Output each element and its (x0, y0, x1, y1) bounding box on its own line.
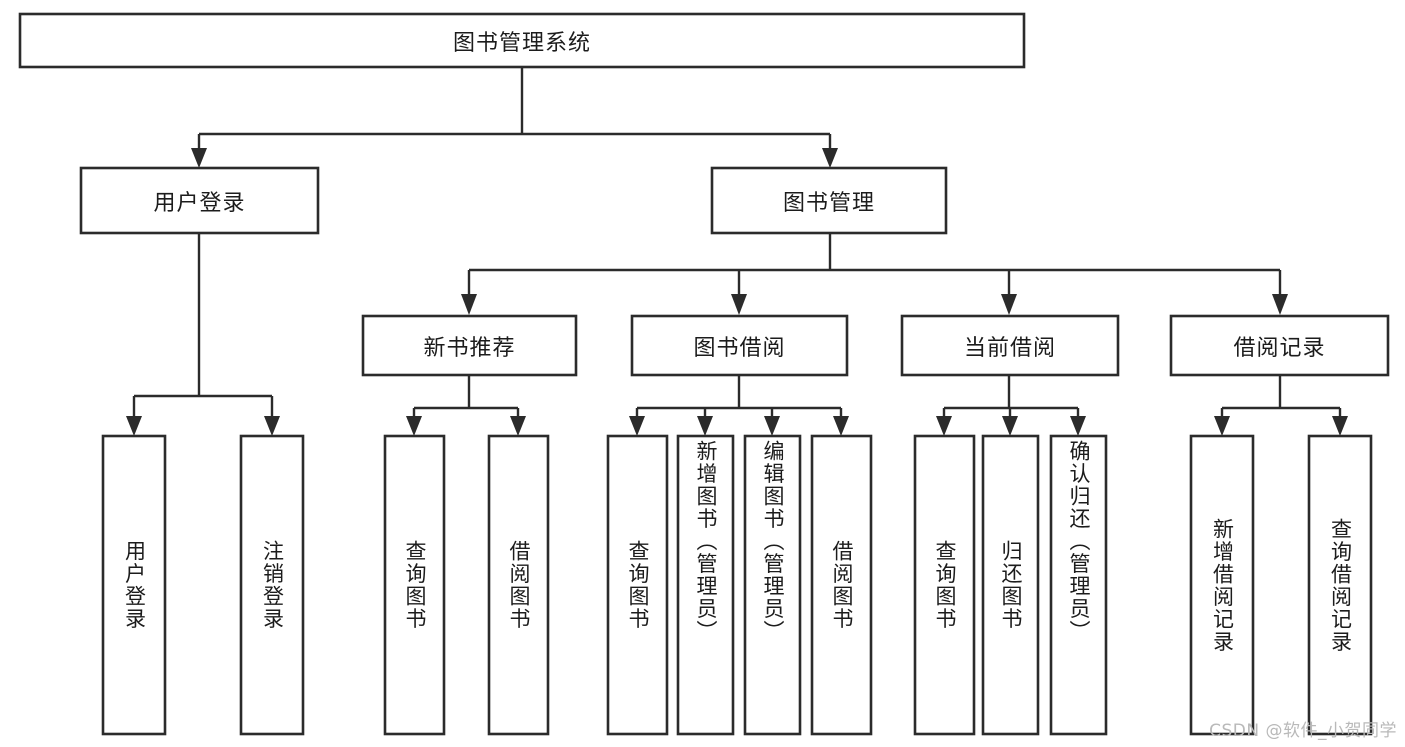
node-leaf-5[interactable] (606, 434, 669, 736)
arrow-newbook (461, 294, 477, 315)
arrow-leaf-1 (126, 416, 142, 436)
node-leaf-3[interactable] (383, 434, 446, 736)
edge-group-current (936, 375, 1086, 436)
node-leaf-7[interactable] (743, 434, 802, 736)
arrow-leaf-12 (1214, 416, 1230, 436)
arrow-records (1272, 294, 1288, 315)
edge-group-borrow (629, 375, 849, 436)
node-leaf-11[interactable] (1049, 434, 1108, 736)
node-leaf-10[interactable] (981, 434, 1040, 736)
arrow-leaf-13 (1332, 416, 1348, 436)
node-login[interactable] (79, 166, 320, 235)
node-leaf-1[interactable] (101, 434, 167, 736)
arrow-leaf-3 (406, 416, 422, 436)
edge-group-bookmgmt (461, 233, 1288, 315)
edge-group-login (126, 233, 280, 436)
node-borrow[interactable] (630, 314, 849, 377)
arrow-leaf-4 (510, 416, 526, 436)
node-leaf-9[interactable] (913, 434, 976, 736)
node-records[interactable] (1169, 314, 1390, 377)
arrow-leaf-7 (764, 416, 780, 436)
node-leaf-8[interactable] (810, 434, 873, 736)
arrow-borrow (731, 294, 747, 315)
edge-group-records (1214, 375, 1348, 436)
node-bookmgmt[interactable] (710, 166, 948, 235)
arrow-leaf-8 (833, 416, 849, 436)
edge-group-root (191, 67, 838, 168)
arrow-current (1001, 294, 1017, 315)
csdn-watermark: CSDN @软件_小贺同学 (1209, 721, 1397, 741)
node-leaf-12[interactable] (1189, 434, 1255, 736)
arrow-leaf-2 (264, 416, 280, 436)
arrow-leaf-5 (629, 416, 645, 436)
node-leaf-6[interactable] (676, 434, 735, 736)
node-leaf-13[interactable] (1307, 434, 1373, 736)
arrow-bookmgmt (822, 148, 838, 168)
edge-group-newbook (406, 375, 526, 436)
node-current[interactable] (900, 314, 1120, 377)
node-leaf-2[interactable] (239, 434, 305, 736)
node-root[interactable] (18, 12, 1026, 69)
arrow-leaf-6 (697, 416, 713, 436)
arrow-leaf-9 (936, 416, 952, 436)
node-newbook[interactable] (361, 314, 578, 377)
node-leaf-4[interactable] (487, 434, 550, 736)
arrow-leaf-10 (1002, 416, 1018, 436)
arrow-leaf-11 (1070, 416, 1086, 436)
arrow-login (191, 148, 207, 168)
